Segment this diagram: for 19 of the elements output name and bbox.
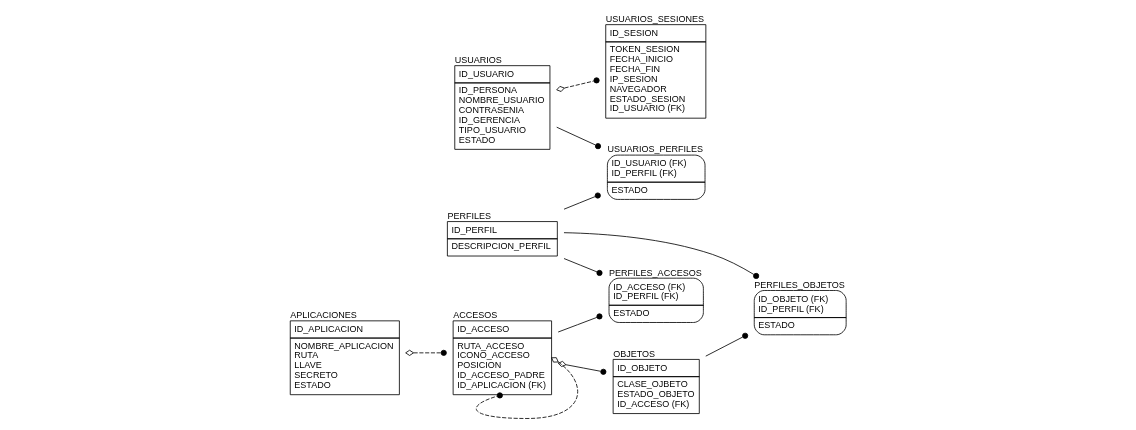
connector — [705, 332, 749, 357]
connector — [475, 357, 579, 419]
node-label: PERFILES_ACCESOS — [609, 267, 702, 278]
node-label: USUARIOS_SESIONES — [605, 14, 704, 25]
connector — [556, 77, 600, 92]
connector — [557, 313, 603, 333]
connector — [563, 232, 760, 279]
connector — [556, 126, 602, 150]
node-label: PERFILES_OBJETOS — [754, 279, 845, 290]
node-label: OBJETOS — [613, 348, 656, 359]
connector — [557, 361, 607, 375]
node-label: USUARIOS — [454, 55, 502, 66]
node-label: APLICACIONES — [290, 310, 357, 321]
connector — [563, 192, 601, 210]
node-label: PERFILES — [447, 210, 491, 221]
connector — [405, 349, 447, 356]
connector — [563, 258, 603, 276]
node-label: USUARIOS_PERFILES — [607, 144, 704, 155]
node-label: ACCESOS — [453, 310, 498, 321]
